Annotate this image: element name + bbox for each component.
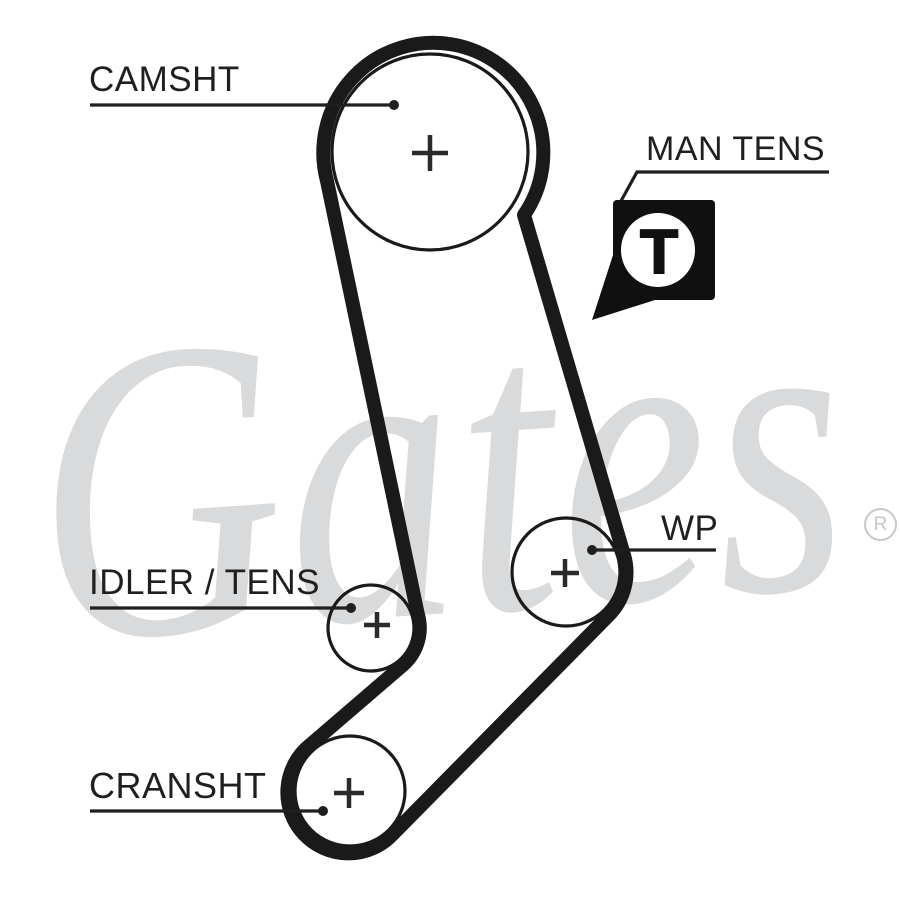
manual-tensioner-label: MAN TENS [646, 130, 826, 168]
camshaft-leader-dot [389, 100, 399, 110]
crankshaft-center-cross [334, 778, 364, 808]
badge-inner-circle [621, 213, 695, 287]
water-pump-center-cross [551, 559, 579, 587]
crankshaft-pulley-circle [293, 734, 407, 848]
timing-belt [280, 35, 634, 861]
water-pump-label: WP [661, 509, 719, 548]
tensioner-t-symbol: T [640, 218, 678, 287]
leader-lines [90, 100, 829, 816]
registered-trademark-icon: R [864, 508, 897, 541]
idler-center-cross [364, 612, 390, 638]
tensioner-leader-line [619, 170, 829, 202]
pulley-circles [293, 52, 622, 848]
crankshaft-label: CRANSHT [89, 765, 267, 806]
camshaft-label: CAMSHT [89, 60, 240, 99]
camshaft-center-cross [412, 135, 448, 171]
pulley-center-crosses [334, 135, 579, 808]
water-pump-leader-dot [587, 545, 597, 555]
manual-tensioner-badge: T [592, 200, 715, 320]
idler-leader-dot [346, 603, 356, 613]
camshaft-pulley-circle [330, 52, 530, 252]
crankshaft-leader-dot [318, 806, 328, 816]
idler-tensioner-label: IDLER / TENS [89, 563, 320, 602]
